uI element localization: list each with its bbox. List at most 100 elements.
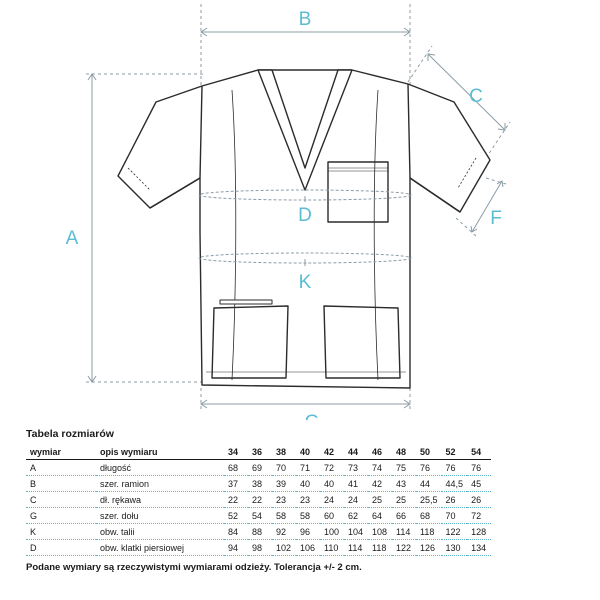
label-f: F <box>490 208 502 229</box>
row-value: 70 <box>441 507 468 524</box>
row-code: G <box>26 507 96 524</box>
row-desc: długość <box>96 459 224 476</box>
row-value: 102 <box>272 539 296 556</box>
row-value: 26 <box>441 491 468 508</box>
row-value: 108 <box>368 523 392 540</box>
row-value: 39 <box>272 475 296 492</box>
measure-b <box>200 4 411 86</box>
header-size: 52 <box>441 444 468 460</box>
row-value: 118 <box>416 523 442 540</box>
tolerance-note: Podane wymiary są rzeczywistymi wymiaram… <box>26 562 362 573</box>
row-value: 128 <box>467 523 492 540</box>
header-code: wymiar <box>26 444 96 460</box>
row-value: 24 <box>320 491 344 508</box>
row-value: 40 <box>320 475 344 492</box>
measure-c <box>407 45 511 159</box>
header-size: 46 <box>368 444 392 460</box>
row-value: 25 <box>392 491 416 508</box>
row-value: 22 <box>224 491 248 508</box>
row-value: 68 <box>224 459 248 476</box>
row-desc: dł. rękawa <box>96 491 224 508</box>
row-value: 98 <box>248 539 272 556</box>
row-value: 52 <box>224 507 248 524</box>
label-k: K <box>299 272 312 293</box>
row-value: 60 <box>320 507 344 524</box>
row-value: 45 <box>467 475 492 492</box>
row-value: 114 <box>392 523 416 540</box>
row-value: 100 <box>320 523 344 540</box>
header-size: 44 <box>344 444 368 460</box>
row-value: 76 <box>416 459 442 476</box>
row-value: 84 <box>224 523 248 540</box>
measure-a <box>86 73 206 383</box>
row-value: 37 <box>224 475 248 492</box>
row-value: 26 <box>467 491 492 508</box>
row-value: 122 <box>441 523 468 540</box>
row-value: 106 <box>296 539 320 556</box>
header-size: 36 <box>248 444 272 460</box>
row-value: 134 <box>467 539 492 556</box>
row-value: 58 <box>296 507 320 524</box>
label-d: D <box>298 205 312 226</box>
header-size: 42 <box>320 444 344 460</box>
label-a: A <box>66 228 79 249</box>
row-value: 72 <box>467 507 492 524</box>
row-value: 110 <box>320 539 344 556</box>
row-desc: szer. dołu <box>96 507 224 524</box>
row-value: 62 <box>344 507 368 524</box>
header-size: 54 <box>467 444 492 460</box>
row-value: 44,5 <box>441 475 468 492</box>
row-value: 64 <box>368 507 392 524</box>
row-code: C <box>26 491 96 508</box>
label-b: B <box>299 9 312 30</box>
row-value: 68 <box>416 507 442 524</box>
row-value: 76 <box>467 459 492 476</box>
row-value: 71 <box>296 459 320 476</box>
measure-k <box>198 252 412 266</box>
row-desc: obw. klatki piersiowej <box>96 539 224 556</box>
row-value: 74 <box>368 459 392 476</box>
row-value: 22 <box>248 491 272 508</box>
row-value: 73 <box>344 459 368 476</box>
table-title: Tabela rozmiarów <box>26 428 114 440</box>
row-value: 25,5 <box>416 491 442 508</box>
row-value: 25 <box>368 491 392 508</box>
row-value: 24 <box>344 491 368 508</box>
measure-f <box>455 177 507 237</box>
row-value: 42 <box>368 475 392 492</box>
scrub-top-outline <box>117 69 491 389</box>
row-desc: obw. talii <box>96 523 224 540</box>
row-value: 88 <box>248 523 272 540</box>
row-value: 126 <box>416 539 442 556</box>
row-value: 70 <box>272 459 296 476</box>
row-value: 114 <box>344 539 368 556</box>
header-size: 34 <box>224 444 248 460</box>
row-value: 72 <box>320 459 344 476</box>
row-code: K <box>26 523 96 540</box>
row-value: 54 <box>248 507 272 524</box>
header-size: 50 <box>416 444 442 460</box>
row-value: 38 <box>248 475 272 492</box>
row-value: 122 <box>392 539 416 556</box>
row-value: 43 <box>392 475 416 492</box>
row-value: 104 <box>344 523 368 540</box>
row-value: 76 <box>441 459 468 476</box>
row-value: 92 <box>272 523 296 540</box>
row-value: 118 <box>368 539 392 556</box>
measure-d <box>198 189 412 202</box>
row-value: 94 <box>224 539 248 556</box>
row-value: 69 <box>248 459 272 476</box>
header-desc: opis wymiaru <box>96 444 224 460</box>
header-size: 40 <box>296 444 320 460</box>
header-size: 38 <box>272 444 296 460</box>
row-value: 96 <box>296 523 320 540</box>
garment-size-diagram: B A C F G <box>66 4 511 420</box>
